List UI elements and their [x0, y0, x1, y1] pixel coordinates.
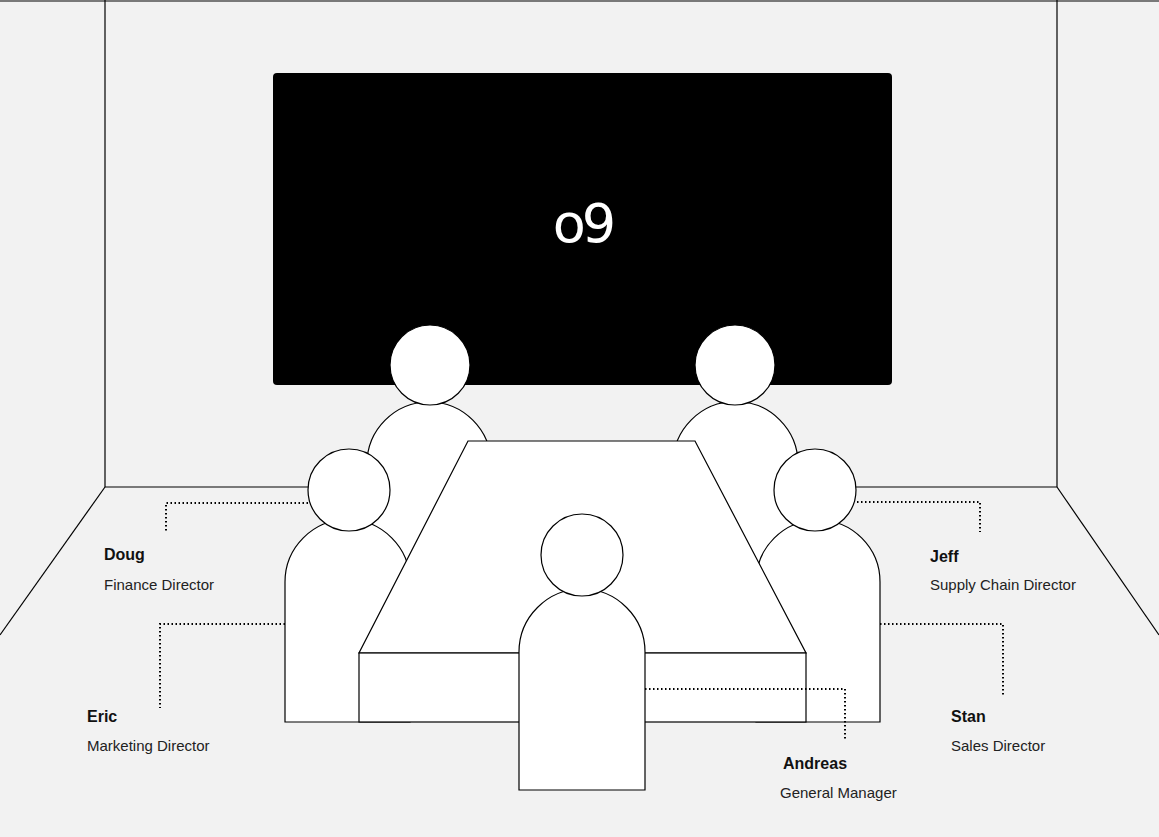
- person-head: [308, 449, 390, 531]
- person-name: Doug: [104, 546, 145, 564]
- person-head: [774, 449, 856, 531]
- room-lines: [0, 0, 1159, 635]
- screen-display: o9: [273, 73, 892, 385]
- person-role: Finance Director: [104, 576, 214, 593]
- person-body: [519, 589, 645, 790]
- person-head: [390, 325, 470, 405]
- person-role: Sales Director: [951, 737, 1045, 754]
- screen-backdrop: [273, 73, 892, 385]
- person-role: General Manager: [780, 784, 897, 801]
- people: [285, 325, 880, 790]
- logo-text: o9: [553, 192, 612, 255]
- person-head: [541, 514, 623, 596]
- person-head: [695, 325, 775, 405]
- person-name: Stan: [951, 708, 986, 726]
- person-name: Andreas: [783, 755, 847, 773]
- person-role: Marketing Director: [87, 737, 210, 754]
- person-name: Eric: [87, 708, 117, 726]
- person-name: Jeff: [930, 548, 958, 566]
- person-role: Supply Chain Director: [930, 576, 1076, 593]
- leader-lines: [160, 502, 1003, 740]
